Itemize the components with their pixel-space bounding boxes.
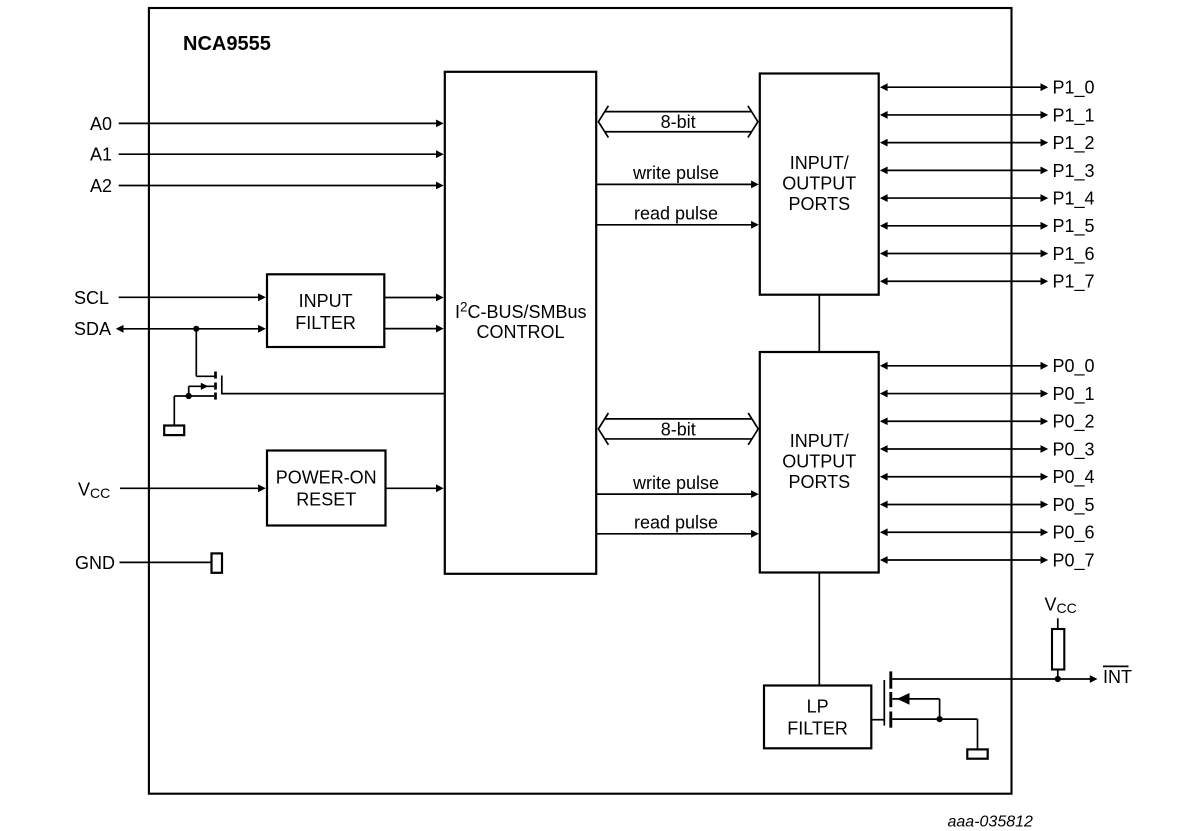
- svg-text:write pulse: write pulse: [632, 163, 719, 183]
- svg-text:P0_2: P0_2: [1053, 412, 1095, 433]
- svg-text:INT: INT: [1103, 667, 1132, 687]
- svg-text:8-bit: 8-bit: [661, 419, 696, 439]
- svg-text:A2: A2: [90, 176, 112, 196]
- svg-text:GND: GND: [75, 553, 115, 573]
- svg-text:POWER-ON: POWER-ON: [276, 468, 377, 488]
- svg-text:INPUT/: INPUT/: [790, 431, 849, 451]
- svg-text:P1_5: P1_5: [1053, 216, 1095, 237]
- svg-text:P1_0: P1_0: [1053, 78, 1095, 99]
- svg-text:I2C-BUS/SMBus: I2C-BUS/SMBus: [455, 300, 587, 323]
- svg-text:P0_5: P0_5: [1053, 495, 1095, 516]
- svg-text:LP: LP: [807, 696, 829, 716]
- svg-text:A0: A0: [90, 114, 112, 134]
- svg-text:P0_7: P0_7: [1053, 550, 1095, 571]
- svg-text:P0_1: P0_1: [1053, 384, 1095, 405]
- svg-text:write pulse: write pulse: [632, 473, 719, 493]
- svg-text:SDA: SDA: [74, 319, 111, 339]
- svg-text:VCC: VCC: [1045, 594, 1077, 616]
- svg-text:A1: A1: [90, 145, 112, 165]
- svg-text:read pulse: read pulse: [634, 513, 718, 533]
- svg-text:SCL: SCL: [74, 288, 109, 308]
- svg-text:read pulse: read pulse: [634, 204, 718, 224]
- svg-text:aaa-035812: aaa-035812: [948, 814, 1034, 831]
- svg-text:8-bit: 8-bit: [661, 112, 696, 132]
- svg-text:PORTS: PORTS: [788, 194, 850, 214]
- svg-text:RESET: RESET: [296, 490, 356, 510]
- svg-text:P0_3: P0_3: [1053, 439, 1095, 460]
- svg-text:P1_1: P1_1: [1053, 105, 1095, 126]
- svg-text:NCA9555: NCA9555: [183, 33, 271, 55]
- svg-text:CONTROL: CONTROL: [476, 322, 564, 342]
- svg-text:INPUT/: INPUT/: [790, 153, 849, 173]
- svg-text:FILTER: FILTER: [295, 313, 356, 333]
- svg-text:P1_2: P1_2: [1053, 133, 1095, 154]
- svg-text:VCC: VCC: [78, 480, 110, 502]
- svg-text:P1_4: P1_4: [1053, 188, 1095, 209]
- svg-text:P0_0: P0_0: [1053, 356, 1095, 377]
- svg-text:INPUT: INPUT: [299, 291, 353, 311]
- svg-text:P0_4: P0_4: [1053, 467, 1095, 488]
- svg-text:P1_3: P1_3: [1053, 161, 1095, 182]
- svg-text:PORTS: PORTS: [788, 472, 850, 492]
- svg-text:P1_6: P1_6: [1053, 244, 1095, 265]
- svg-text:OUTPUT: OUTPUT: [782, 174, 856, 194]
- svg-text:P0_6: P0_6: [1053, 523, 1095, 544]
- svg-text:P1_7: P1_7: [1053, 272, 1095, 293]
- svg-text:OUTPUT: OUTPUT: [782, 452, 856, 472]
- svg-text:FILTER: FILTER: [787, 718, 848, 738]
